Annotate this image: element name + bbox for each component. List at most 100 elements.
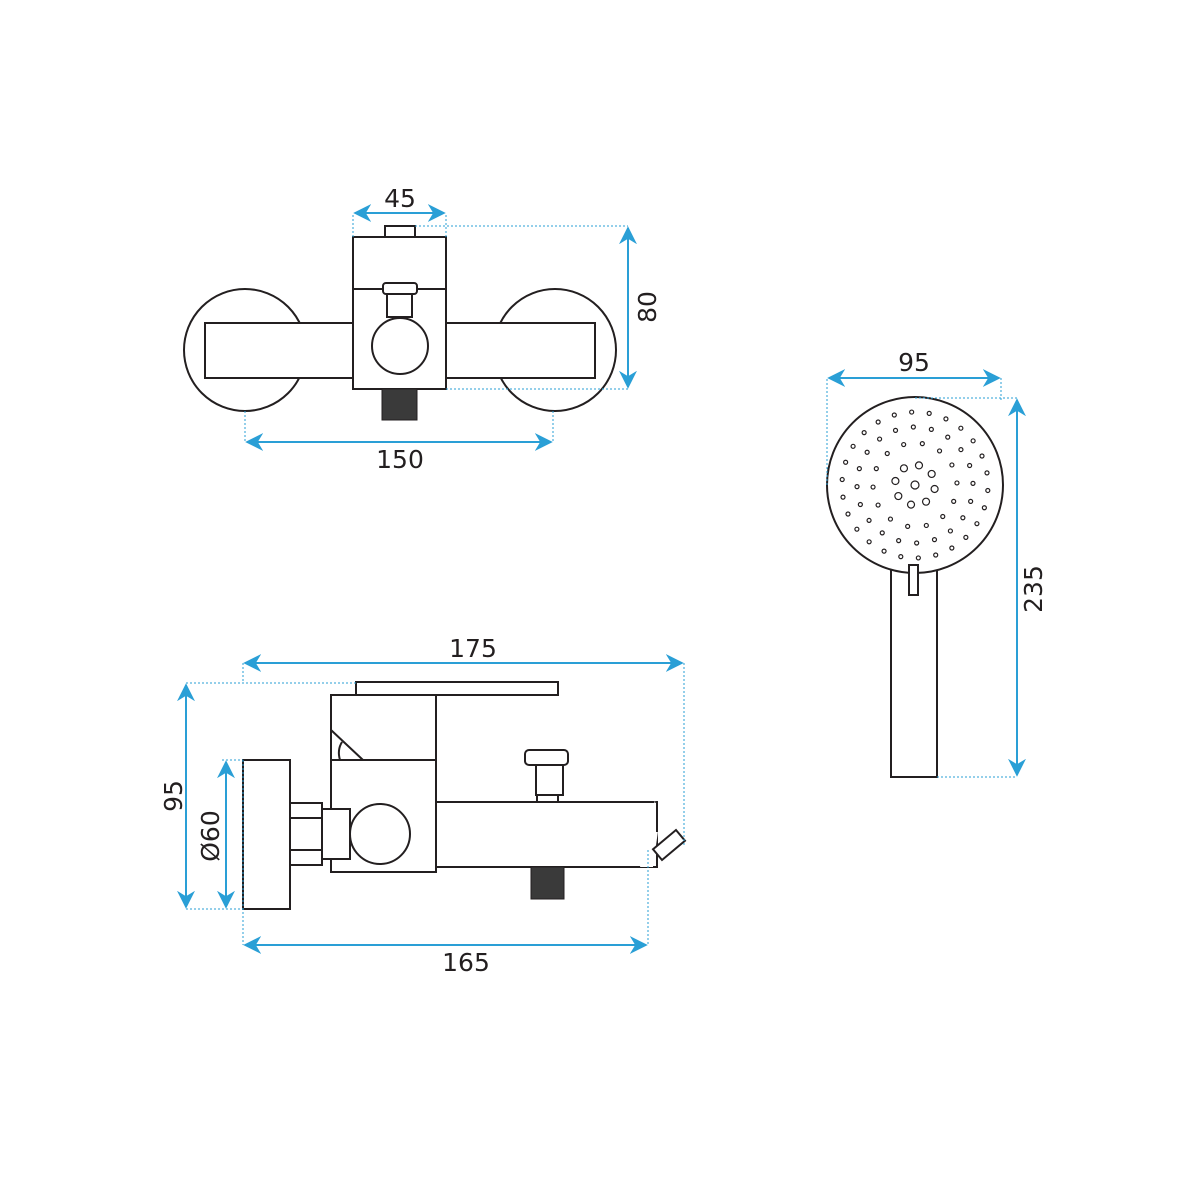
nozzle-hole xyxy=(943,416,949,422)
lever-handle xyxy=(355,681,559,696)
nozzle-hole xyxy=(876,436,883,442)
nozzle-hole xyxy=(963,534,969,540)
nozzle-hole xyxy=(910,480,920,490)
nozzle-hole xyxy=(896,538,902,544)
nozzle-hole xyxy=(861,430,867,436)
nozzle-hole xyxy=(954,480,960,486)
nozzle-hole xyxy=(875,419,881,425)
dim-label-150: 150 xyxy=(376,445,424,474)
hex-nut xyxy=(289,802,323,866)
thread-connector xyxy=(381,388,418,421)
hand-shower: 95 235 xyxy=(826,348,1048,778)
nozzle-hole xyxy=(866,539,872,545)
diverter-cap xyxy=(382,282,418,295)
nozzle-hole xyxy=(894,491,903,501)
lever-tip xyxy=(384,225,416,238)
nozzle-hole xyxy=(967,462,973,469)
nozzle-hole xyxy=(928,426,934,432)
nozzle-hole xyxy=(960,515,966,521)
top-view: 45 80 150 xyxy=(183,184,662,474)
nozzle-hole xyxy=(915,555,921,561)
nozzle-hole xyxy=(850,443,856,449)
nozzle-hole xyxy=(930,484,939,494)
side-view: 175 165 95 Ø60 xyxy=(159,634,687,977)
nozzle-hole xyxy=(845,511,851,517)
nozzle-hole xyxy=(914,461,924,470)
nozzle-hole xyxy=(985,487,991,494)
nozzle-hole xyxy=(927,469,936,479)
nozzle-hole xyxy=(958,446,964,453)
nozzle-hole xyxy=(933,552,939,558)
nozzle-hole xyxy=(974,521,980,527)
dim-label-80: 80 xyxy=(633,291,662,323)
nozzle-hole xyxy=(940,513,946,520)
diverter-base xyxy=(536,794,559,803)
nozzle-hole xyxy=(891,476,900,486)
nozzle-hole xyxy=(919,441,925,447)
nozzle-hole xyxy=(891,412,897,418)
nozzle-hole xyxy=(881,548,887,554)
nozzle-hole xyxy=(910,424,916,430)
nozzle-hole xyxy=(854,526,860,532)
nozzle-hole xyxy=(921,497,931,506)
outlet-circle xyxy=(371,317,429,375)
diverter-stem-side xyxy=(535,764,564,796)
nozzle-hole xyxy=(906,500,916,509)
nozzle-hole xyxy=(914,540,920,546)
spray-selector[interactable] xyxy=(908,564,919,596)
nozzle-hole xyxy=(887,516,894,522)
nozzle-hole xyxy=(968,498,974,504)
nozzle-hole xyxy=(979,453,985,459)
nozzle-hole xyxy=(901,441,907,448)
nozzle-hole xyxy=(873,466,879,472)
shower-handle xyxy=(890,559,938,778)
dim-label-165: 165 xyxy=(442,948,490,977)
nozzle-hole xyxy=(856,466,862,472)
nozzle-hole xyxy=(958,425,964,431)
nozzle-hole xyxy=(840,494,846,500)
nozzle-hole xyxy=(875,502,881,508)
nozzle-hole xyxy=(923,522,929,529)
thread-connector-side xyxy=(530,866,565,900)
nozzle-hole xyxy=(866,517,872,524)
diverter-knob xyxy=(524,749,569,766)
nozzle-hole xyxy=(926,410,932,416)
nozzle-hole xyxy=(909,409,915,415)
nozzle-hole xyxy=(899,464,909,473)
shower-head xyxy=(826,396,1004,574)
dim-label-45: 45 xyxy=(384,184,416,213)
nozzle-hole xyxy=(951,498,957,504)
nozzle-hole xyxy=(936,448,943,454)
nozzle-hole xyxy=(864,449,870,455)
nozzle-hole xyxy=(857,501,863,508)
eccentric-connector xyxy=(321,808,351,860)
aerator xyxy=(651,828,687,862)
nozzle-holes xyxy=(839,409,991,561)
nozzle-hole xyxy=(870,484,876,490)
outlet-circle-side xyxy=(349,803,411,865)
nozzle-hole xyxy=(898,554,904,560)
spout xyxy=(435,801,658,868)
dim-label-60: Ø60 xyxy=(196,810,225,862)
nozzle-hole xyxy=(905,523,911,529)
nozzle-hole xyxy=(945,434,951,440)
nozzle-hole xyxy=(947,528,954,534)
nozzle-hole xyxy=(884,450,890,457)
nozzle-hole xyxy=(843,459,849,465)
nozzle-hole xyxy=(949,462,955,468)
dim-label-235: 235 xyxy=(1019,565,1048,613)
nozzle-hole xyxy=(981,505,987,511)
nozzle-hole xyxy=(879,530,885,536)
nozzle-hole xyxy=(984,470,990,476)
nozzle-hole xyxy=(970,480,976,486)
nozzle-hole xyxy=(854,484,860,490)
nozzle-hole xyxy=(970,438,976,444)
nozzle-hole xyxy=(839,476,845,483)
dim-label-175: 175 xyxy=(449,634,497,663)
diverter-stem xyxy=(386,292,413,318)
cartridge-housing xyxy=(330,694,437,761)
nozzle-hole xyxy=(931,537,938,543)
nozzle-hole xyxy=(949,545,955,551)
